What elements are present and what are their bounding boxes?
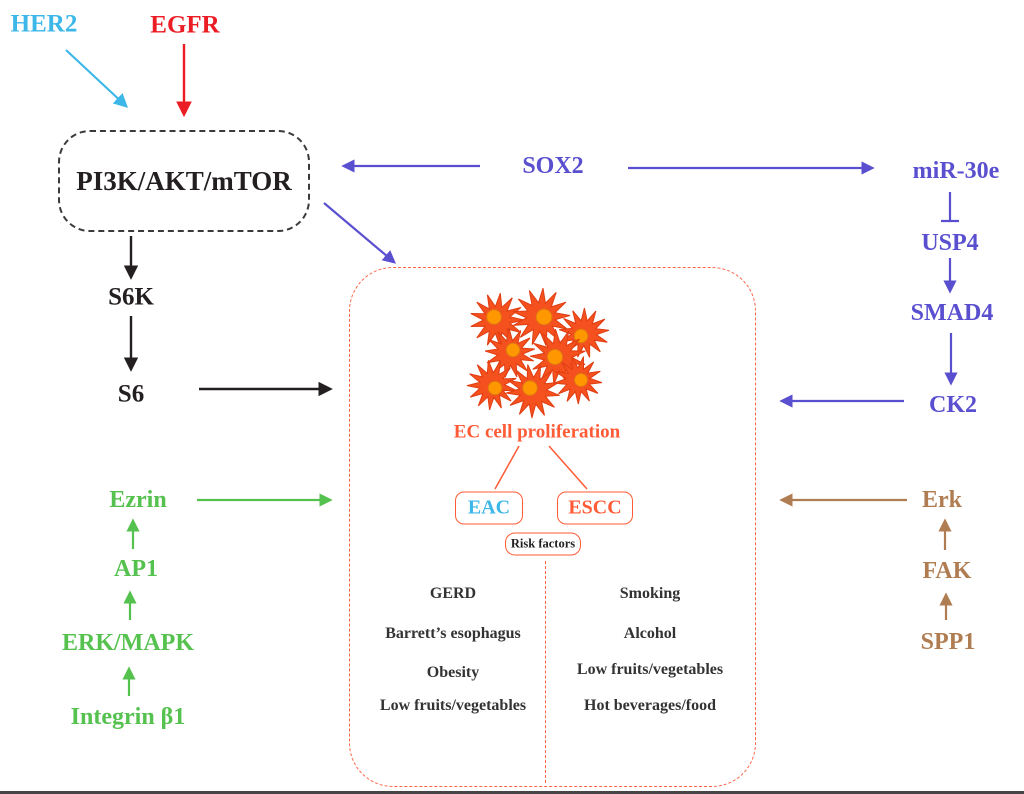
node-pi3k-akt-mtor: PI3K/AKT/mTOR bbox=[76, 165, 292, 196]
node-smad4: SMAD4 bbox=[910, 300, 994, 326]
node-ap1: AP1 bbox=[114, 556, 158, 582]
ec-proliferation-box bbox=[349, 267, 756, 787]
eac-label: EAC bbox=[467, 496, 511, 519]
cancer-cell-cluster-icon bbox=[466, 287, 610, 419]
node-her2: HER2 bbox=[10, 10, 78, 38]
eac-risk-obesity: Obesity bbox=[426, 664, 480, 681]
bottom-edge bbox=[0, 791, 1024, 794]
ec-cell-proliferation-label: EC cell proliferation bbox=[453, 421, 621, 443]
escc-chip: ESCC bbox=[557, 491, 633, 525]
node-s6k: S6K bbox=[108, 283, 154, 311]
eac-risk-gerd: GERD bbox=[429, 585, 477, 602]
node-integrin-b1: Integrin β1 bbox=[70, 704, 186, 730]
arrow-sox2-to-proliferation-box bbox=[323, 202, 397, 264]
pi3k-akt-mtor-box: PI3K/AKT/mTOR bbox=[58, 130, 310, 232]
node-mir-30e: miR-30e bbox=[912, 158, 1000, 184]
node-ck2: CK2 bbox=[929, 392, 977, 418]
eac-chip: EAC bbox=[455, 491, 523, 525]
node-erk-mapk: ERK/MAPK bbox=[62, 630, 194, 656]
eac-risk-low-fruits: Low fruits/vegetables bbox=[379, 697, 527, 714]
node-sox2: SOX2 bbox=[522, 153, 584, 179]
node-spp1: SPP1 bbox=[920, 629, 976, 655]
line-proliferation-to-eac bbox=[494, 445, 520, 490]
node-s6: S6 bbox=[117, 380, 145, 408]
escc-risk-low-fruits: Low fruits/vegetables bbox=[576, 661, 724, 678]
risk-column-divider bbox=[545, 561, 546, 783]
node-fak: FAK bbox=[922, 558, 972, 584]
line-proliferation-to-escc bbox=[548, 445, 588, 490]
escc-label: ESCC bbox=[568, 496, 622, 519]
arrow-her2-to-pi3k bbox=[65, 49, 129, 108]
eac-risk-barretts: Barrett’s esophagus bbox=[385, 625, 521, 642]
escc-risk-smoking: Smoking bbox=[619, 585, 681, 602]
risk-factors-chip: Risk factors bbox=[505, 532, 581, 556]
escc-risk-alcohol: Alcohol bbox=[623, 625, 677, 642]
node-egfr: EGFR bbox=[150, 11, 220, 39]
risk-factors-label: Risk factors bbox=[510, 536, 576, 551]
node-erk: Erk bbox=[921, 487, 963, 513]
node-usp4: USP4 bbox=[921, 230, 979, 256]
escc-risk-hot-beverages: Hot beverages/food bbox=[584, 697, 716, 714]
node-ezrin: Ezrin bbox=[109, 487, 167, 513]
